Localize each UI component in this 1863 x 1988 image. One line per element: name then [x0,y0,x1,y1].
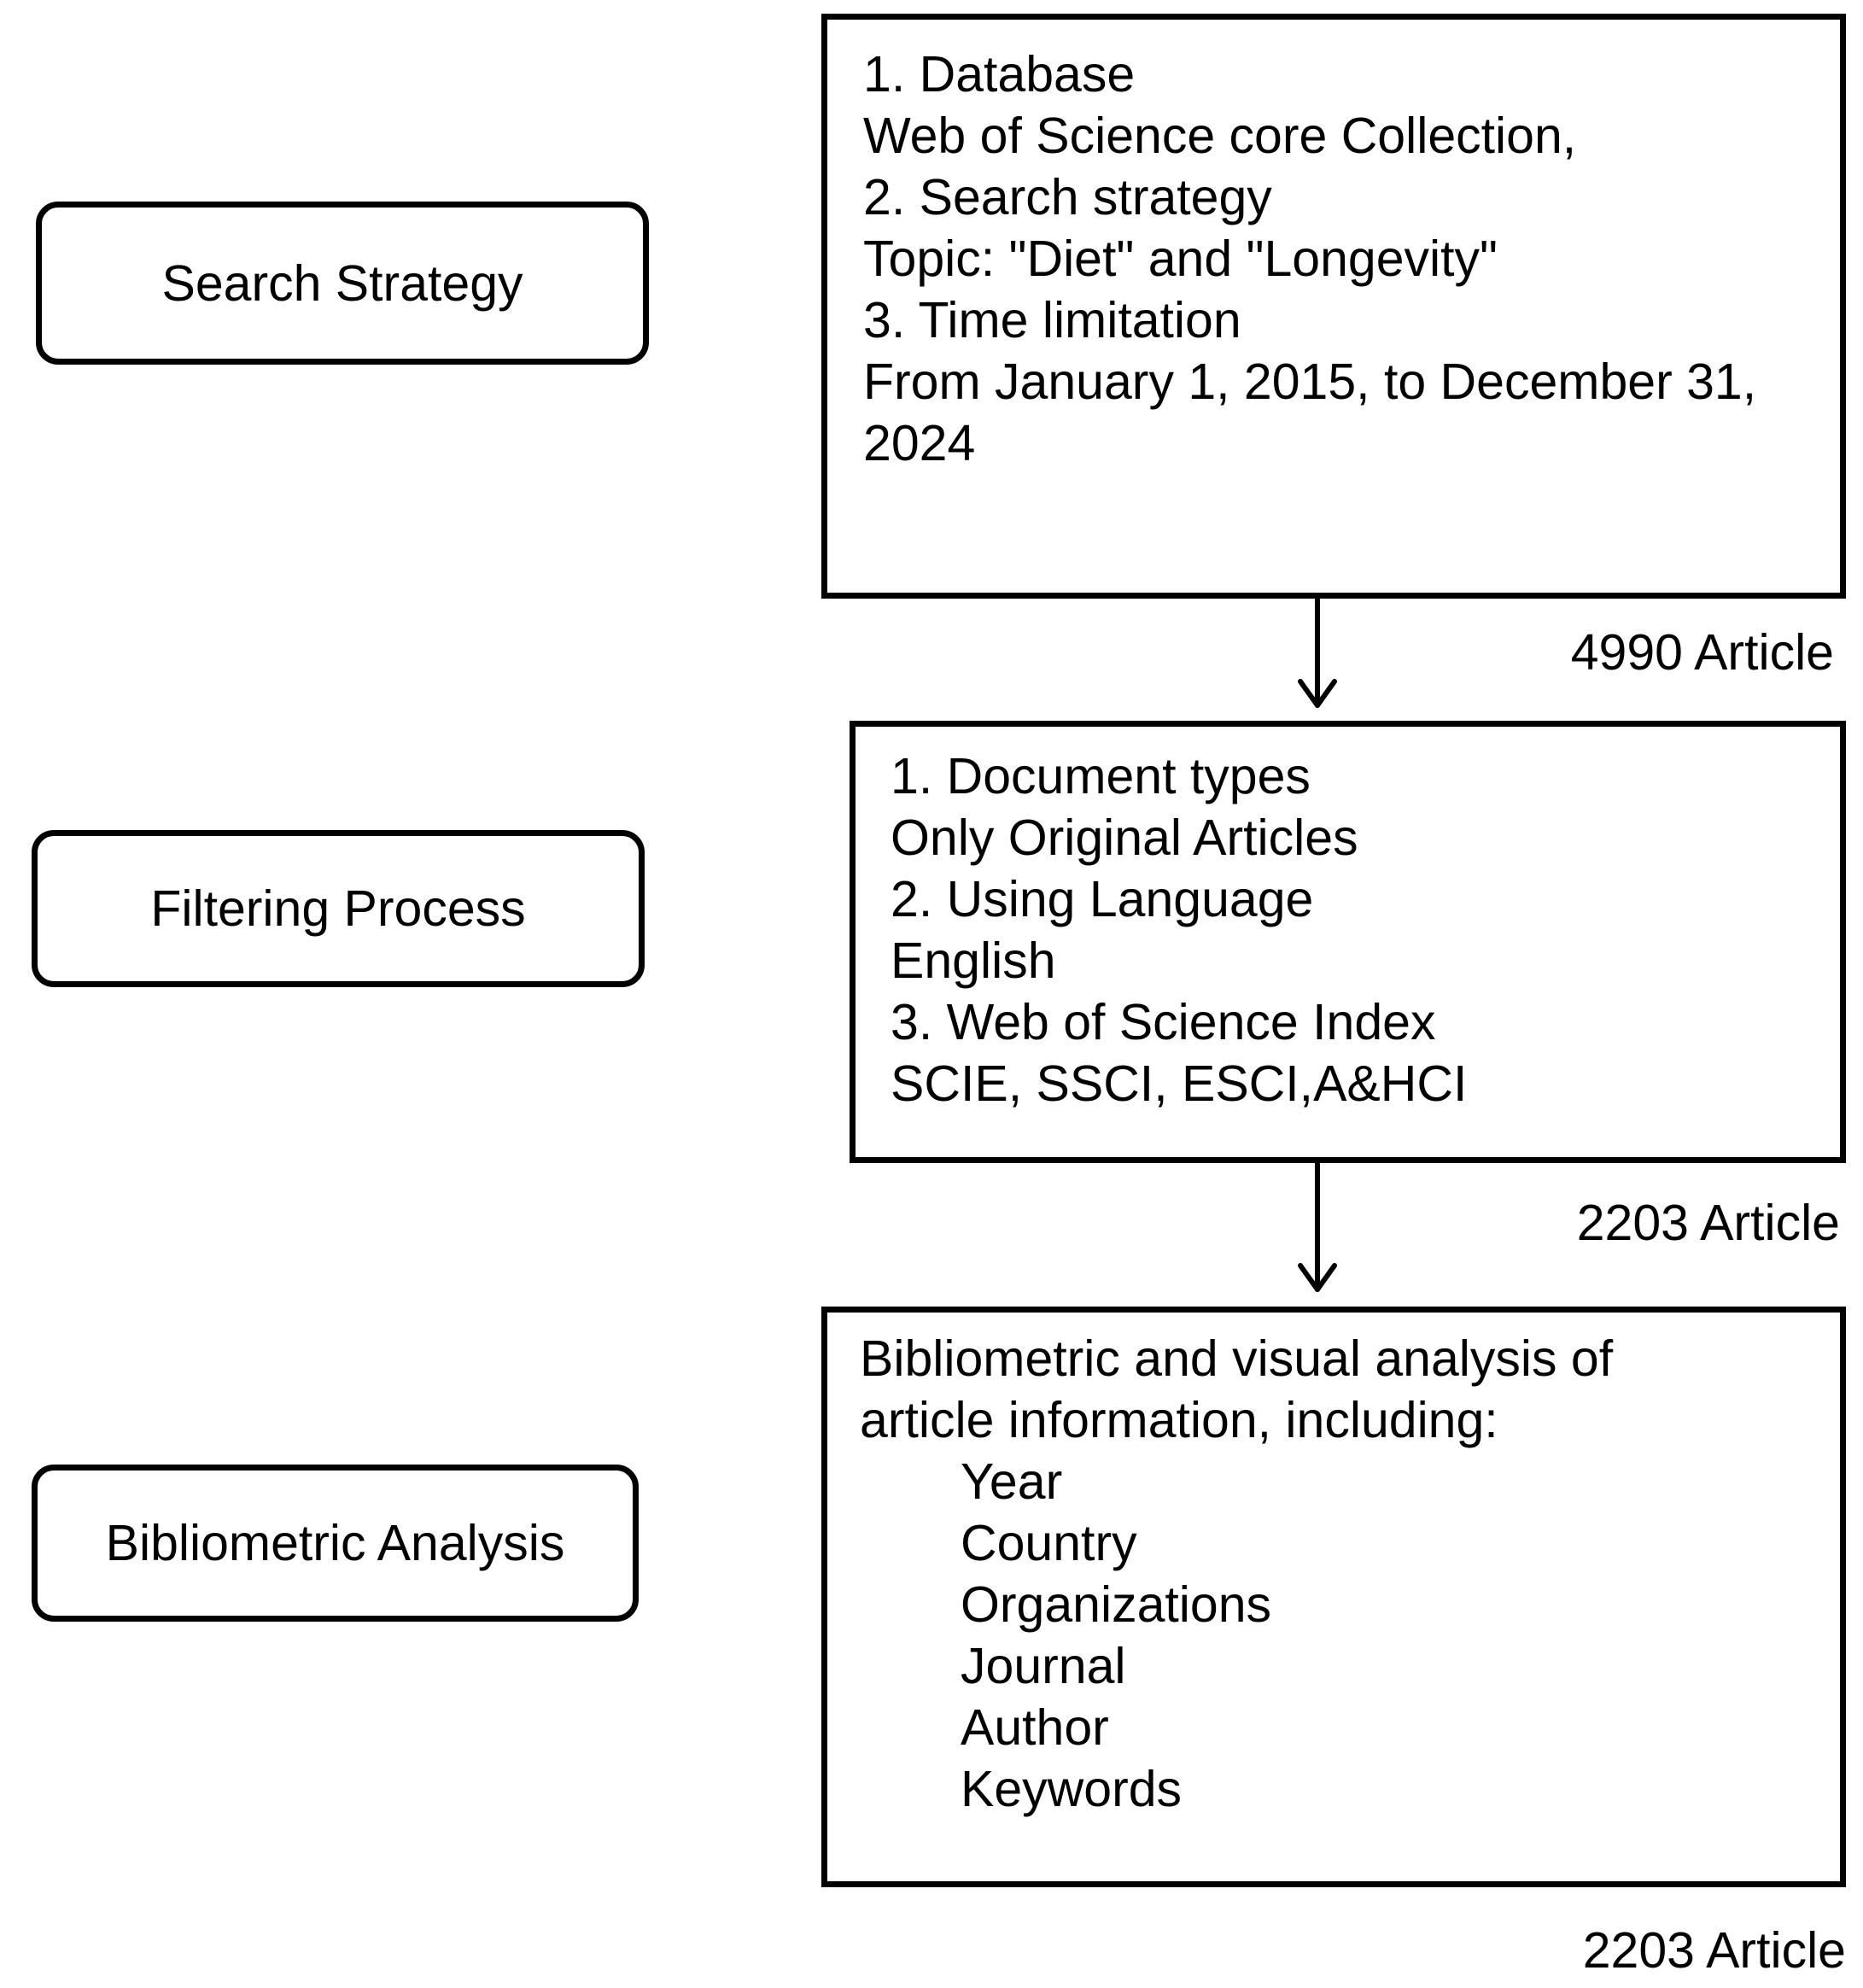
analysis-intro-line: Bibliometric and visual analysis of [860,1330,1614,1387]
search-criteria-line: From January 1, 2015, to December 31, [863,354,1757,410]
analysis-item: Journal [961,1638,1126,1694]
search-criteria-line: Topic: "Diet" and "Longevity" [863,231,1498,287]
search-criteria-line: 3. Time limitation [863,292,1241,348]
analysis-item: Country [961,1515,1137,1571]
filter-criteria-line: 3. Web of Science Index [891,994,1436,1050]
search-criteria-box: 1. Database Web of Science core Collecti… [821,14,1846,599]
stage-search-strategy-label: Search Strategy [161,254,523,312]
stage-bibliometric-analysis: Bibliometric Analysis [32,1465,639,1622]
filter-criteria-line: SCIE, SSCI, ESCI,A&HCI [891,1055,1468,1112]
filter-criteria-line: 2. Using Language [891,871,1314,927]
stage-filtering-process: Filtering Process [32,830,645,987]
search-criteria-line: 2. Search strategy [863,169,1272,225]
analysis-item: Year [961,1453,1063,1510]
search-criteria-line: 2024 [863,415,976,471]
arrow-filter-to-analysis-head [1298,1263,1337,1292]
stage-filtering-process-label: Filtering Process [150,880,526,937]
filter-criteria-line: English [891,933,1056,989]
arrow-search-to-filter-head [1298,679,1337,708]
analysis-item: Organizations [961,1576,1272,1633]
stage-search-strategy: Search Strategy [36,202,649,365]
count-after-search: 4990 Article [1570,624,1834,681]
filter-criteria-list: 1. Document types Only Original Articles… [891,746,1467,1114]
stage-bibliometric-analysis-label: Bibliometric Analysis [105,1515,565,1571]
analysis-item: Author [961,1699,1109,1756]
search-criteria-line: Web of Science core Collection, [863,108,1577,164]
count-after-filter: 2203 Article [1576,1195,1840,1251]
filter-criteria-line: Only Original Articles [891,810,1358,866]
search-criteria-line: 1. Database [863,46,1136,102]
analysis-scope-box: Bibliometric and visual analysis of arti… [821,1307,1846,1887]
analysis-intro-line: article information, including: [860,1392,1498,1448]
count-final: 2203 Article [1582,1922,1846,1979]
analysis-scope-list: Bibliometric and visual analysis of arti… [860,1328,1613,1820]
search-criteria-list: 1. Database Web of Science core Collecti… [863,44,1756,474]
filter-criteria-box: 1. Document types Only Original Articles… [850,721,1846,1163]
analysis-item: Keywords [961,1761,1183,1817]
filter-criteria-line: 1. Document types [891,748,1311,804]
